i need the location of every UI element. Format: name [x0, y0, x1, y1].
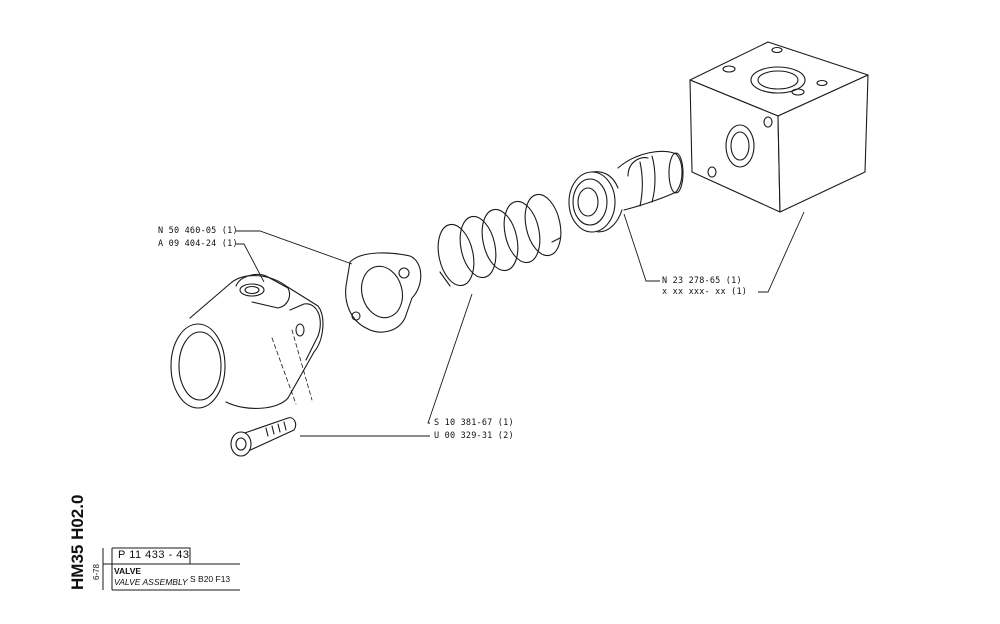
drawing-number: P 11 433 - 43: [118, 549, 190, 561]
title-block-frame: [102, 547, 240, 591]
gasket-part: [345, 252, 422, 333]
callout-seal: N 50 460-05 (1): [158, 226, 238, 236]
callout-spring: S 10 381-67 (1): [434, 418, 514, 428]
callout-piston: N 23 278-65 (1): [662, 276, 742, 286]
date-code: 6-78: [92, 563, 101, 580]
valve-block-part: [689, 41, 869, 213]
callout-housing: A 09 404-24 (1): [158, 239, 238, 249]
callout-block: x xx xxx- xx (1): [662, 287, 748, 297]
series-code: HM35 H02.0: [68, 494, 87, 590]
drawing-subtitle: VALVE ASSEMBLY: [114, 577, 188, 587]
spring-part: [437, 193, 562, 287]
drawing-title: VALVE: [114, 566, 142, 576]
cap-screw-part: [230, 417, 297, 457]
valve-housing-part: [170, 273, 324, 409]
piston-part: [568, 150, 684, 233]
leader-lines: [236, 211, 805, 437]
callout-screw: U 00 329-31 (2): [434, 431, 514, 441]
sheet-ref: S B20 F13: [190, 574, 231, 584]
